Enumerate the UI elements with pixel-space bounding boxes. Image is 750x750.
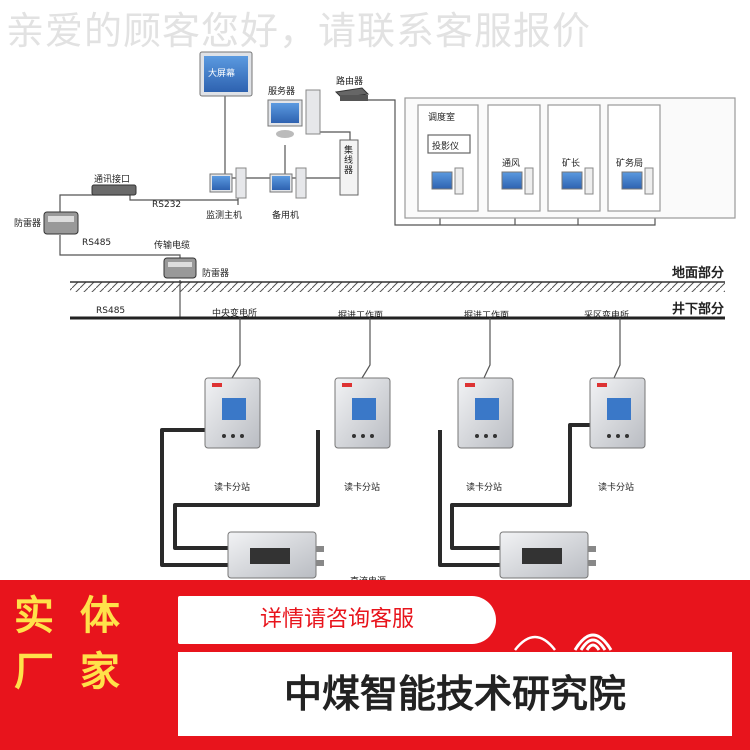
surface-zone-label: 地面部分	[672, 266, 725, 281]
projector-label: 投影仪	[432, 142, 460, 152]
big-screen-label: 大屏幕	[208, 69, 236, 79]
mine-chief-label: 矿长	[562, 159, 581, 169]
watermark-banner: 亲爱的顾客您好，请联系客服报价	[6, 9, 592, 53]
server-label: 服务器	[268, 87, 296, 97]
card-substation-icon	[589, 377, 646, 449]
central-substation-label: 中央变电所	[212, 309, 258, 319]
substation-label: 读卡分站	[466, 483, 503, 493]
dispatch-room-label: 调度室	[428, 113, 456, 123]
monitor-host-label: 监测主机	[206, 211, 243, 221]
dc-power-box-icon	[499, 531, 596, 579]
mine-office-label: 矿务局	[616, 159, 644, 169]
rs485-bottom-label: RS485	[96, 306, 126, 316]
substation-label: 读卡分站	[344, 483, 381, 493]
control-rooms	[404, 97, 736, 219]
consult-banner: 详情请咨询客服	[178, 596, 496, 644]
big-screen-monitor-icon	[199, 51, 253, 97]
hub-device	[339, 139, 359, 196]
arrester-mid-label: 防雷器	[202, 269, 230, 279]
power-cables	[160, 423, 592, 567]
arrester-mid-icon	[163, 257, 197, 279]
router-icon	[334, 87, 370, 101]
card-substation-icon	[457, 377, 514, 449]
comm-interface-label: 通讯接口	[94, 175, 131, 185]
arrester-left-label: 防雷器	[14, 219, 42, 229]
arrester-left-icon	[43, 211, 79, 235]
dc-power-box-icon	[227, 531, 324, 579]
factory-badge: 实 体 厂 家	[14, 588, 160, 738]
ventilation-label: 通风	[502, 159, 521, 169]
substation-label: 读卡分站	[598, 483, 635, 493]
substation-label: 读卡分站	[214, 483, 251, 493]
company-name: 中煤智能技术研究院	[178, 652, 732, 736]
excavation-face-1-label: 掘进工作面	[338, 311, 384, 321]
underground-wiring	[231, 318, 621, 379]
router-label: 路由器	[336, 77, 364, 87]
underground-zone-label: 井下部分	[672, 302, 725, 317]
card-substation-icon	[334, 377, 391, 449]
hub-label: 集线器	[344, 146, 354, 176]
wifi-signal-icon	[514, 633, 613, 651]
transmission-cable-label: 传输电缆	[154, 241, 191, 251]
excavation-face-2-label: 掘进工作面	[464, 311, 510, 321]
monitor-host-icon	[209, 167, 247, 199]
comm-interface-router-icon	[91, 184, 137, 196]
rs485-top-label: RS485	[82, 238, 112, 248]
backup-host-label: 备用机	[272, 211, 300, 221]
card-substation-icon	[204, 377, 261, 449]
badge-line-2: 厂 家	[14, 649, 126, 695]
server-tower-pc-icon	[305, 89, 321, 135]
room-monitors	[431, 167, 654, 195]
mining-substation-label: 采区变电所	[584, 311, 630, 321]
ground-line	[70, 281, 725, 320]
badge-line-1: 实 体	[14, 593, 126, 639]
server-monitor-icon	[267, 99, 303, 138]
rs232-label: RS232	[152, 200, 182, 210]
backup-host-icon	[269, 167, 307, 199]
